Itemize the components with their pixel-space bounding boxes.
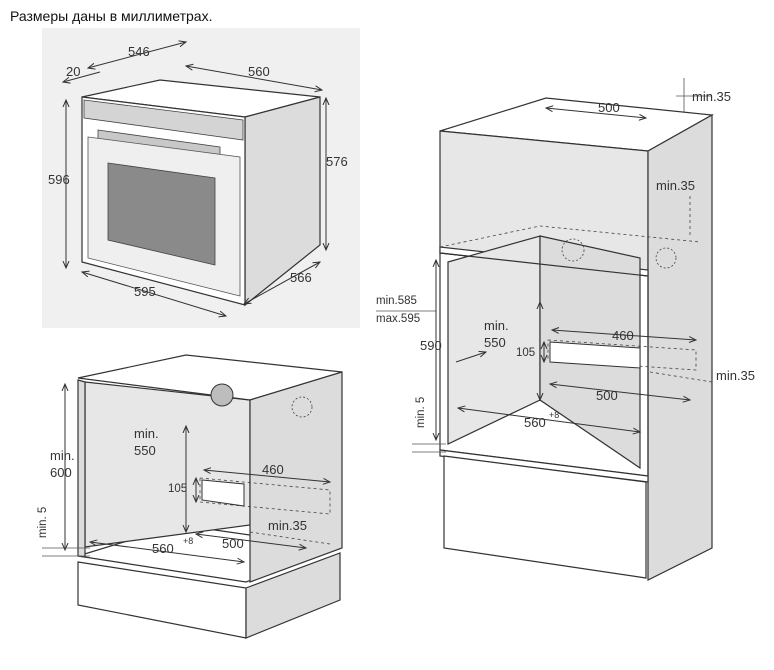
dim-base-min5: min. 5 xyxy=(37,507,49,538)
dim-opening-105: 105 xyxy=(168,483,187,495)
dim-20: 20 xyxy=(66,64,80,79)
column-base-front xyxy=(443,455,647,579)
oven-window xyxy=(107,162,216,266)
control-panel xyxy=(83,99,244,141)
dim-566: 566 xyxy=(290,270,312,285)
vent-hole-top xyxy=(561,238,585,262)
column-lower-shelf xyxy=(439,449,649,483)
column-dim-opening-460: 460 xyxy=(612,328,634,343)
vent-hole-side xyxy=(291,396,313,418)
column-dim-top-500: 500 xyxy=(598,100,620,115)
dim-min-600-value: 600 xyxy=(50,465,72,480)
vent-hole-back xyxy=(210,383,234,407)
column-dim-width-560: 560 xyxy=(524,415,546,430)
column-dim-base-min5: min. 5 xyxy=(415,397,427,428)
column-cabinet: 500 min.35 min.35 min.585 max.595 590 mi… xyxy=(376,78,755,581)
caption: Размеры даны в миллиметрах. xyxy=(10,8,213,24)
dim-546: 546 xyxy=(128,44,150,59)
column-dim-depth-500: 500 xyxy=(596,388,618,403)
vent-hole-side-column xyxy=(655,247,677,269)
column-dim-top-min35: min.35 xyxy=(692,89,731,104)
column-dim-niche-max: max.595 xyxy=(376,313,420,325)
cabinet-plinth-side xyxy=(245,552,341,639)
column-dim-right-min35: min.35 xyxy=(716,368,755,383)
dim-opening-460: 460 xyxy=(262,462,284,477)
dim-width-560-sup: +8 xyxy=(183,536,193,546)
dim-576: 576 xyxy=(326,154,348,169)
under-counter-cabinet: min. 600 min. 5 min. 550 460 105 min.35 … xyxy=(37,354,343,639)
oven-drawing: 546 20 560 576 596 595 566 xyxy=(42,28,360,328)
column-opening xyxy=(549,341,641,369)
dim-560: 560 xyxy=(248,64,270,79)
column-opening-outline xyxy=(547,339,697,371)
dim-inner-min-label: min. xyxy=(134,426,159,441)
dim-min-600-label: min. xyxy=(50,448,75,463)
dim-596: 596 xyxy=(48,172,70,187)
cabinet-right-panel xyxy=(249,371,343,583)
cabinet-back-wall xyxy=(84,381,251,548)
dim-depth-500: 500 xyxy=(222,536,244,551)
column-dim-opening-105: 105 xyxy=(516,347,535,359)
dim-inner-min-value: 550 xyxy=(134,443,156,458)
dim-595: 595 xyxy=(134,284,156,299)
column-dim-590: 590 xyxy=(420,338,442,353)
dim-width-560: 560 xyxy=(152,541,174,556)
cabinet-left-panel xyxy=(77,379,86,558)
column-dim-niche-min: min.585 xyxy=(376,295,417,307)
dim-depth-min35: min.35 xyxy=(268,518,307,533)
column-dim-inner-min-label: min. xyxy=(484,318,509,333)
column-dim-inner-min-value: 550 xyxy=(484,335,506,350)
column-dim-width-560-sup: +8 xyxy=(549,410,559,420)
column-dim-rear-min35: min.35 xyxy=(656,178,695,193)
